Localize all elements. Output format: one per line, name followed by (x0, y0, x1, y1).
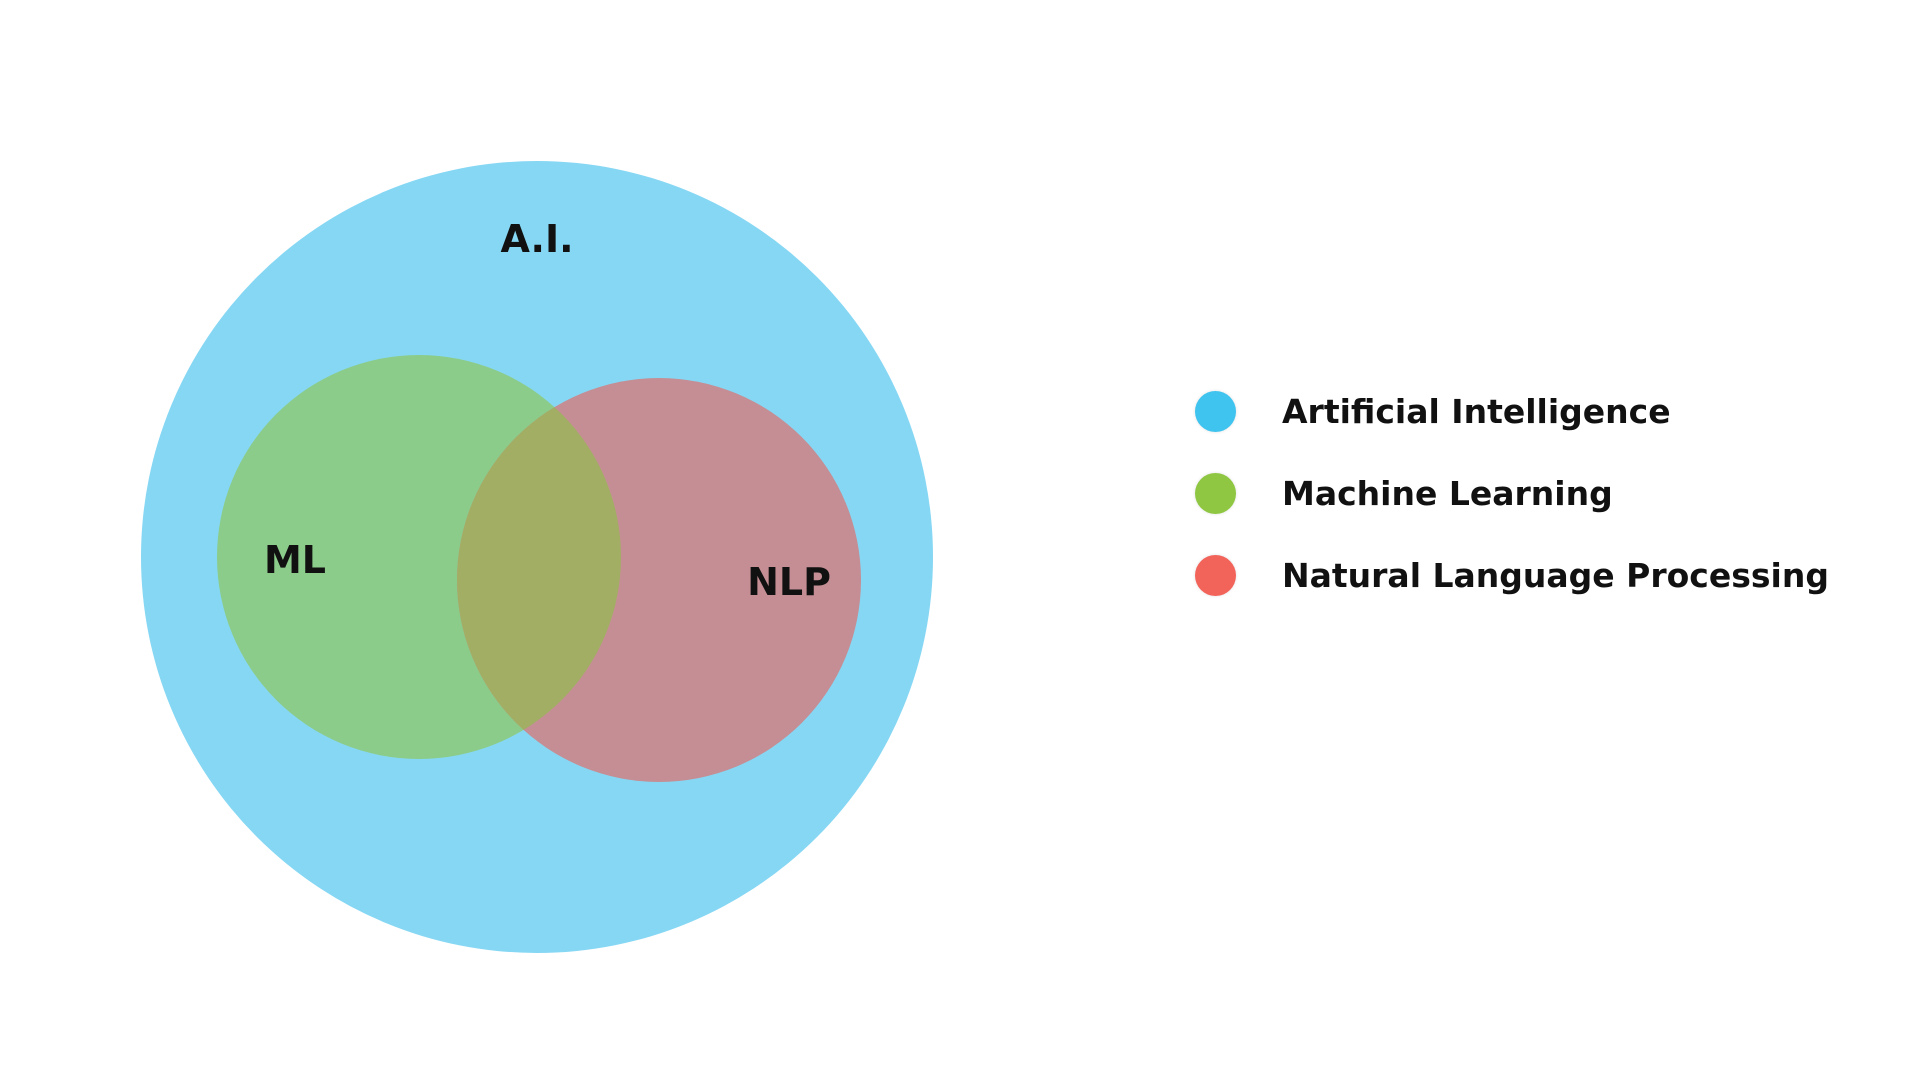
legend: Artificial Intelligence Machine Learning… (1195, 370, 1895, 616)
legend-label: Artificial Intelligence (1282, 391, 1671, 431)
legend-swatch-ml (1195, 472, 1236, 514)
legend-swatch-ai (1195, 390, 1236, 432)
legend-label: Machine Learning (1282, 473, 1613, 513)
legend-label: Natural Language Processing (1282, 555, 1829, 595)
legend-item-machine-learning: Machine Learning (1195, 452, 1895, 534)
ml-nlp-overlap (457, 378, 621, 759)
legend-swatch-nlp (1195, 554, 1236, 596)
legend-item-artificial-intelligence: Artificial Intelligence (1195, 370, 1895, 452)
ai-label: A.I. (500, 217, 573, 261)
nlp-label: NLP (747, 560, 831, 604)
legend-item-natural-language-processing: Natural Language Processing (1195, 534, 1895, 616)
ml-label: ML (264, 538, 326, 582)
